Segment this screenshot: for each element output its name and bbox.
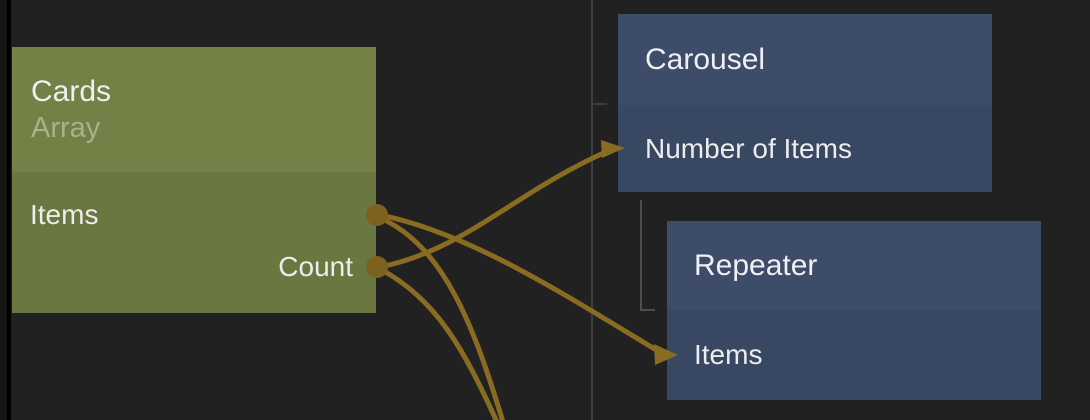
node-cards[interactable]: Cards Array Items Count bbox=[12, 47, 376, 313]
node-repeater[interactable]: Repeater Items bbox=[667, 221, 1041, 400]
wire-items-to-repeater[interactable] bbox=[377, 212, 661, 354]
node-carousel[interactable]: Carousel Number of Items bbox=[618, 14, 992, 192]
output-port-items-label[interactable]: Items bbox=[30, 199, 99, 230]
node-carousel-title: Carousel bbox=[645, 42, 766, 76]
wire-count-to-offscreen[interactable] bbox=[375, 265, 499, 420]
node-carousel-body: Number of Items bbox=[618, 105, 992, 192]
node-cards-title: Cards bbox=[31, 74, 112, 108]
node-repeater-title: Repeater bbox=[694, 248, 818, 282]
node-cards-subtitle: Array bbox=[31, 111, 101, 144]
input-port-number-of-items-label[interactable]: Number of Items bbox=[645, 132, 852, 164]
wire-count-to-carousel[interactable] bbox=[377, 148, 611, 270]
vertical-guide-line bbox=[591, 0, 593, 420]
output-port-count-label[interactable]: Count bbox=[278, 251, 353, 282]
window-edge-line bbox=[7, 0, 11, 420]
node-repeater-header[interactable]: Repeater bbox=[667, 221, 1041, 310]
carousel-tree-tick bbox=[593, 103, 607, 105]
input-port-items-label[interactable]: Items bbox=[694, 339, 763, 370]
node-cards-body: Items Count bbox=[12, 172, 376, 313]
window-edge-strip bbox=[0, 0, 7, 420]
repeater-tree-connector bbox=[640, 200, 642, 311]
repeater-tree-connector-foot bbox=[640, 309, 655, 311]
node-cards-header[interactable]: Cards Array bbox=[12, 47, 376, 172]
node-carousel-header[interactable]: Carousel bbox=[618, 14, 992, 105]
wire-items-to-offscreen[interactable] bbox=[375, 214, 506, 420]
node-repeater-body: Items bbox=[667, 310, 1041, 400]
